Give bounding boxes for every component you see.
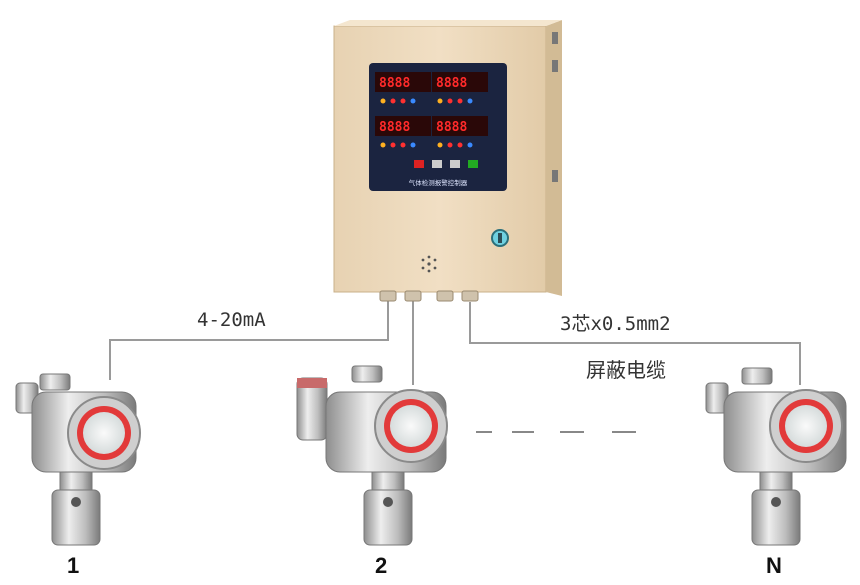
detector-number-2: 2	[375, 553, 388, 578]
mute-button-icon	[414, 160, 424, 168]
alarm-controller-cabinet: 8888 8888 8888 8888 气体检测报警控制器	[333, 20, 562, 302]
gas-detector-1	[15, 373, 141, 546]
detector-lcd	[83, 412, 125, 454]
down-button-icon	[450, 160, 460, 168]
sensor-head	[751, 489, 801, 546]
buzzer-icon	[421, 255, 437, 273]
channel-3-display: 8888	[379, 120, 410, 135]
gas-detector-2	[296, 365, 448, 546]
channel-4-display: 8888	[436, 120, 467, 135]
wire-to-detector-n	[469, 302, 801, 385]
detector-lcd	[390, 405, 432, 447]
confirm-button-icon	[468, 160, 478, 168]
panel-title: 气体检测报警控制器	[409, 178, 468, 187]
hinge-icon	[552, 170, 558, 182]
hinge-icon	[552, 60, 558, 72]
gas-detector-n	[705, 367, 847, 546]
detector-number-1: 1	[67, 553, 80, 578]
panel-buttons	[414, 160, 478, 168]
sensor-head	[363, 489, 413, 546]
hinge-icon	[552, 32, 558, 44]
channel-displays: 8888 8888 8888 8888	[375, 72, 488, 136]
cable-type-label: 屏蔽电缆	[586, 358, 666, 382]
channel-1-display: 8888	[379, 76, 410, 91]
sensor-head	[51, 489, 101, 546]
detector-lcd	[785, 405, 827, 447]
status-leds	[380, 98, 473, 148]
cable-spec-label: 3芯x0.5mm2	[560, 313, 671, 335]
signal-wires	[109, 292, 801, 385]
wire-to-detector-1	[109, 292, 389, 380]
detector-number-n: N	[766, 553, 782, 578]
signal-label: 4-20mA	[197, 309, 266, 331]
up-button-icon	[432, 160, 442, 168]
cable-glands	[379, 290, 479, 302]
channel-2-display: 8888	[436, 76, 467, 91]
